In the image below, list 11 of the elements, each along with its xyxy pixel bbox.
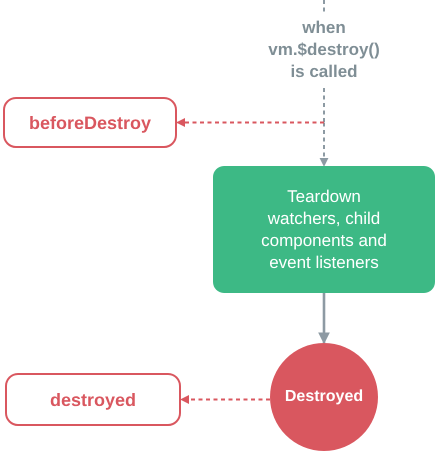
trigger-text: when vm.$destroy() is called xyxy=(262,12,386,88)
dashed-arrow xyxy=(180,395,270,404)
process-box: Teardown watchers, child components and event listeners xyxy=(213,166,435,293)
dashed-line xyxy=(323,88,325,122)
hook-box: destroyed xyxy=(5,373,181,426)
dashed-arrow xyxy=(320,122,328,167)
state-circle: Destroyed xyxy=(270,343,378,451)
dashed-arrow xyxy=(176,118,324,127)
hook-box: beforeDestroy xyxy=(3,97,177,148)
arrow xyxy=(318,293,330,344)
dashed-line xyxy=(323,0,325,12)
